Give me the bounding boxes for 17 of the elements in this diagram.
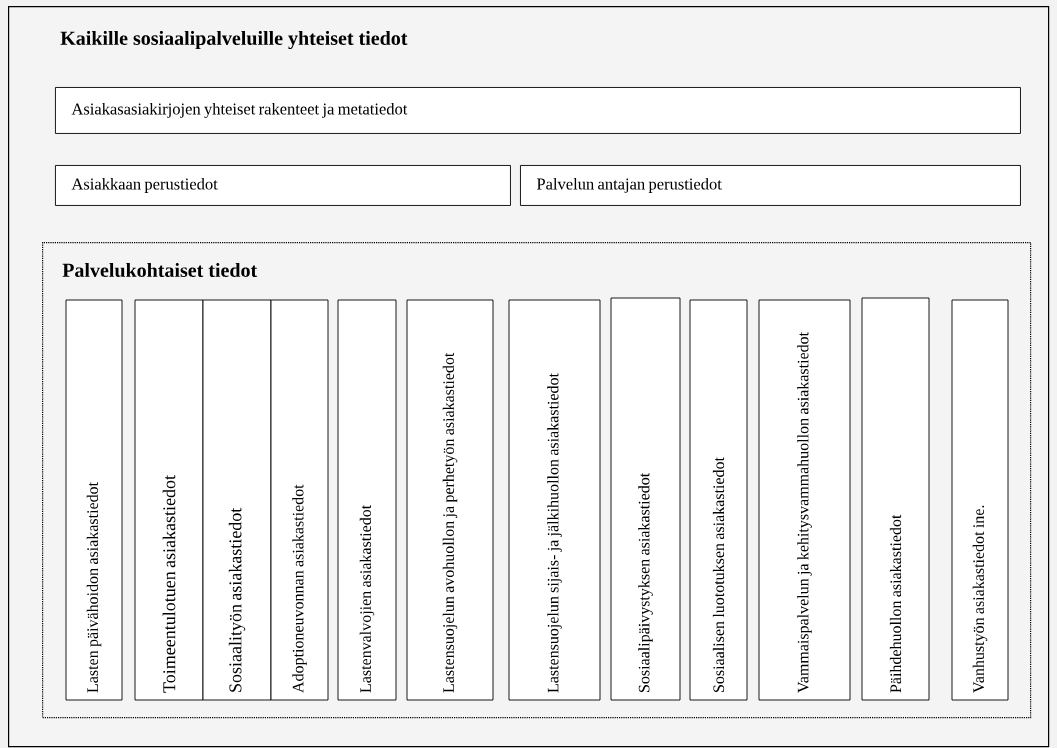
- vertical-box: Vammaispalvelun ja kehitysvammahuollon asiakastiedot: [758, 299, 851, 701]
- vertical-box: Lasten päivähoidon asiakastiedot: [65, 299, 123, 701]
- heading: Kaikille sosiaalipalveluille yhteiset tiedot: [60, 30, 408, 50]
- vertical-box: Adoptioneuvonnan asiakastiedot: [270, 299, 329, 701]
- vertical-box: Lastensuojelun avohuollon ja perhetyön asiakastiedot: [406, 299, 494, 701]
- vertical-box: Toimeentulotuen asiakastiedot: [134, 299, 204, 701]
- vertical-box: Vanhustyön asiakastiedot ine.: [951, 299, 1009, 701]
- vertical-box: Sosiaalipäivystyksen asiakastiedot: [610, 297, 681, 701]
- text-box: Palvelun antajan perustiedot: [520, 165, 1021, 206]
- vertical-box: Sosiaalityön asiakastiedot: [202, 299, 272, 701]
- text-box: Asiakasasiakirjojen yhteiset rakenteet ja metatiedot: [55, 87, 1021, 134]
- vertical-box: Päihdehuollon asiakastiedot: [861, 297, 930, 701]
- text-box: Asiakkaan perustiedot: [55, 165, 511, 206]
- vertical-box: Lastensuojelun sijais- ja jälkihuollon asiakastiedot: [508, 299, 601, 701]
- vertical-box: Sosiaalisen luototuksen asiakastiedot: [689, 299, 748, 701]
- vertical-box: Lastenvalvojien asiakastiedot: [337, 299, 397, 701]
- heading: Palvelukohtaiset tiedot: [62, 262, 258, 278]
